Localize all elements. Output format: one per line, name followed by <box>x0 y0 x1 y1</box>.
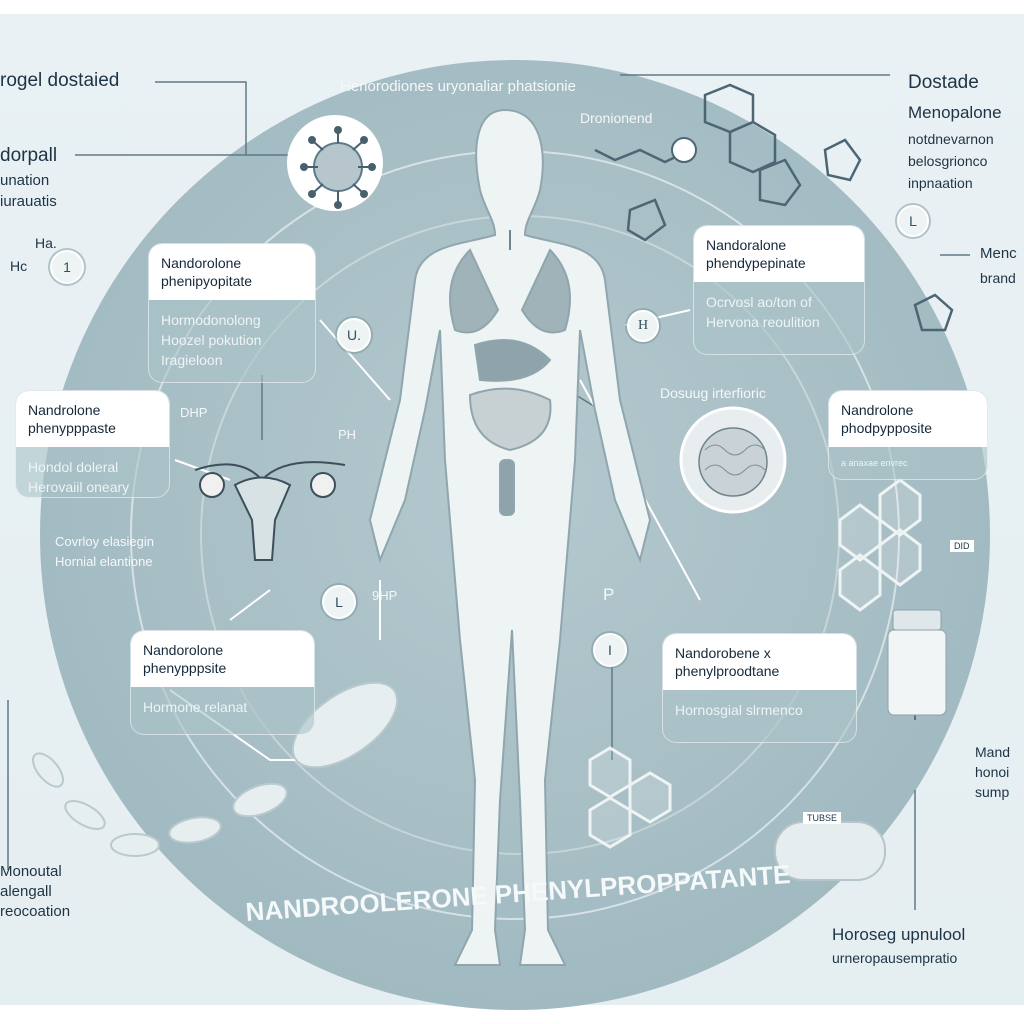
label-right-side-sub: brand <box>980 270 1016 286</box>
bubble-i: I <box>593 633 627 667</box>
bubble-l2: L <box>897 205 929 237</box>
label-right-subtitle: Menopalone <box>908 103 1002 122</box>
info-card: Nandoralone phendypepinate Ocrvosl ao/to… <box>693 225 865 355</box>
card-body: a anaxae envrec <box>841 458 908 468</box>
uterus-icon <box>194 461 346 561</box>
bubble-l: L <box>322 585 356 619</box>
brain-icon <box>679 406 787 514</box>
card-body: Hornosgial slrmenco <box>675 702 803 718</box>
bubble-h: H <box>627 310 659 342</box>
label-bottom-right-sub: urneropausempratio <box>832 950 958 966</box>
label-top-left: rogel dostaied <box>0 70 120 91</box>
hexagon-lattice-icon <box>588 478 922 849</box>
label-dhp: DHP <box>180 405 208 420</box>
card-title: Nandrolone phenypppaste <box>16 391 169 447</box>
label-right-side: Menc <box>980 245 1017 262</box>
label-ph: PH <box>338 427 357 442</box>
bubble-l: 1 <box>50 250 84 284</box>
card-title: Nandorolone phenipyopitate <box>149 244 315 300</box>
molecule-structure-icon <box>594 83 954 332</box>
card-title: Nandorolone phenypppsite <box>131 631 314 687</box>
label-9hp: 9HP <box>372 588 398 603</box>
capsule-case-icon <box>774 821 886 881</box>
hex-tag: DID <box>950 540 974 552</box>
pill-capsules-icon <box>32 681 399 857</box>
vial-icon <box>887 609 947 716</box>
card-title: Nandrolone phodpypposite <box>829 391 987 447</box>
card-title: Nandoralone phendypepinate <box>694 226 864 282</box>
label-p: P <box>603 585 615 604</box>
label-bottom-right-title: Horoseg upnulool <box>832 925 966 944</box>
label-left-title: dorpall <box>0 145 58 166</box>
card-body: Hormone relanat <box>143 699 248 715</box>
info-card: Nandorobene x phenylproodtane Hornosgial… <box>662 633 857 743</box>
virus-icon <box>287 115 383 211</box>
card-title: Nandorobene x phenylproodtane <box>663 634 856 690</box>
info-card: Nandrolone phodpypposite a anaxae envrec <box>828 390 988 480</box>
bubble-u: U. <box>337 318 371 352</box>
chem-label: Hc <box>10 258 28 274</box>
label-left-line: unation <box>0 172 50 189</box>
human-body-figure <box>368 108 652 966</box>
sub-caption: Dronionend <box>580 110 653 126</box>
top-caption: Henorodiones uryonaliar phatsionie <box>340 78 576 95</box>
info-card: Nandorolone phenipyopitate Hormodonolong… <box>148 243 316 383</box>
info-card: Nandorolone phenypppsite Hormone relanat <box>130 630 315 735</box>
chem-label: Ha. <box>35 235 57 251</box>
label-left-line: iurauatis <box>0 193 57 210</box>
capsule-tag: TUBSE <box>803 812 842 824</box>
label-right-title: Dostade <box>908 72 979 93</box>
label-dosing: Dosuug irterfioric <box>660 385 766 401</box>
